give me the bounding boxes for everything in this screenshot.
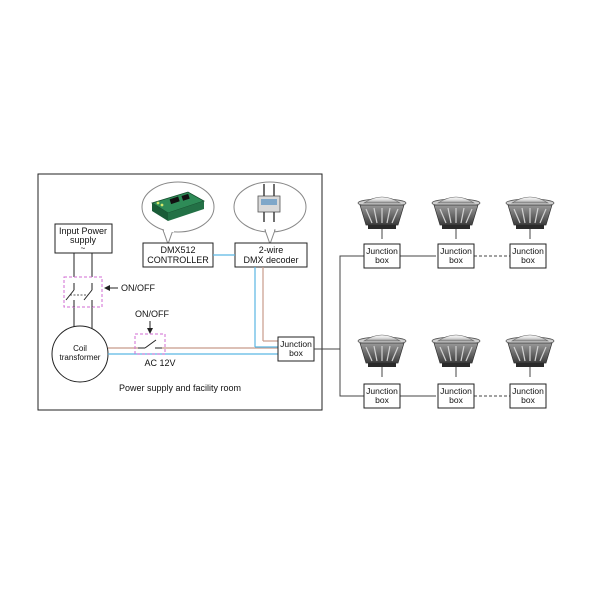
transformer-label-1: Coil (73, 344, 87, 353)
junction-box: Junction box (437, 243, 475, 269)
controller-bubble-tail (162, 229, 174, 246)
room-caption: Power supply and facility room (119, 383, 241, 393)
controller-bubble-tail-mask (164, 229, 174, 232)
junction-label-2: box (521, 255, 535, 265)
underwater-light-icon (505, 334, 555, 378)
facility-room-frame (37, 173, 323, 411)
junction-box: Junction box (363, 243, 401, 269)
coil-transformer: Coil transformer (51, 325, 109, 383)
input-power-label-2: supply (70, 235, 97, 245)
field-feed-top (314, 255, 364, 350)
junction-label-2: box (375, 255, 389, 265)
decoder-label-2: DMX decoder (243, 255, 298, 265)
underwater-light-icon (431, 334, 481, 378)
junction-label-2: box (521, 395, 535, 405)
main-switch-label: ON/OFF (121, 283, 155, 293)
decoder-label-1: 2-wire (259, 245, 284, 255)
ac-voltage-label: AC 12V (144, 358, 175, 368)
junction-label-2: box (375, 395, 389, 405)
main-switch-pointer (104, 285, 118, 291)
ac-switch (134, 333, 166, 355)
decoder-bubble-tail (264, 229, 276, 246)
junction-label-1: Junction (440, 246, 472, 256)
underwater-light-icon (357, 196, 407, 240)
underwater-light-icon (431, 196, 481, 240)
room-junction-label-2: box (289, 348, 303, 358)
junction-label-1: Junction (512, 386, 544, 396)
input-power-supply: Input Power supply ~ (54, 223, 113, 254)
ac-symbol: ~ (81, 244, 86, 253)
junction-box: Junction box (509, 383, 547, 409)
junction-label-1: Junction (440, 386, 472, 396)
decoder-box: 2-wire DMX decoder (234, 242, 308, 268)
field-feed-bottom (339, 349, 364, 397)
decoder-bubble-tail-mask (266, 229, 274, 232)
decoder-bubble (233, 181, 307, 233)
controller-label-1: DMX512 (160, 245, 195, 255)
room-junction-label-1: Junction (280, 339, 312, 349)
junction-label-2: box (449, 395, 463, 405)
transformer-label-2: transformer (60, 353, 101, 362)
controller-bubble (141, 181, 215, 233)
main-switch (63, 276, 103, 308)
junction-box: Junction box (363, 383, 401, 409)
junction-box: Junction box (509, 243, 547, 269)
underwater-light-icon (505, 196, 555, 240)
controller-box: DMX512 CONTROLLER (142, 242, 214, 268)
room-junction-box: Junction box (277, 336, 315, 362)
junction-label-1: Junction (366, 386, 398, 396)
controller-label-2: CONTROLLER (147, 255, 209, 265)
underwater-light-icon (357, 334, 407, 378)
junction-box: Junction box (437, 383, 475, 409)
ac-switch-pointer (147, 321, 153, 334)
junction-label-2: box (449, 255, 463, 265)
input-power-label-1: Input Power (59, 226, 107, 236)
junction-label-1: Junction (366, 246, 398, 256)
junction-label-1: Junction (512, 246, 544, 256)
ac-switch-label: ON/OFF (135, 309, 169, 319)
